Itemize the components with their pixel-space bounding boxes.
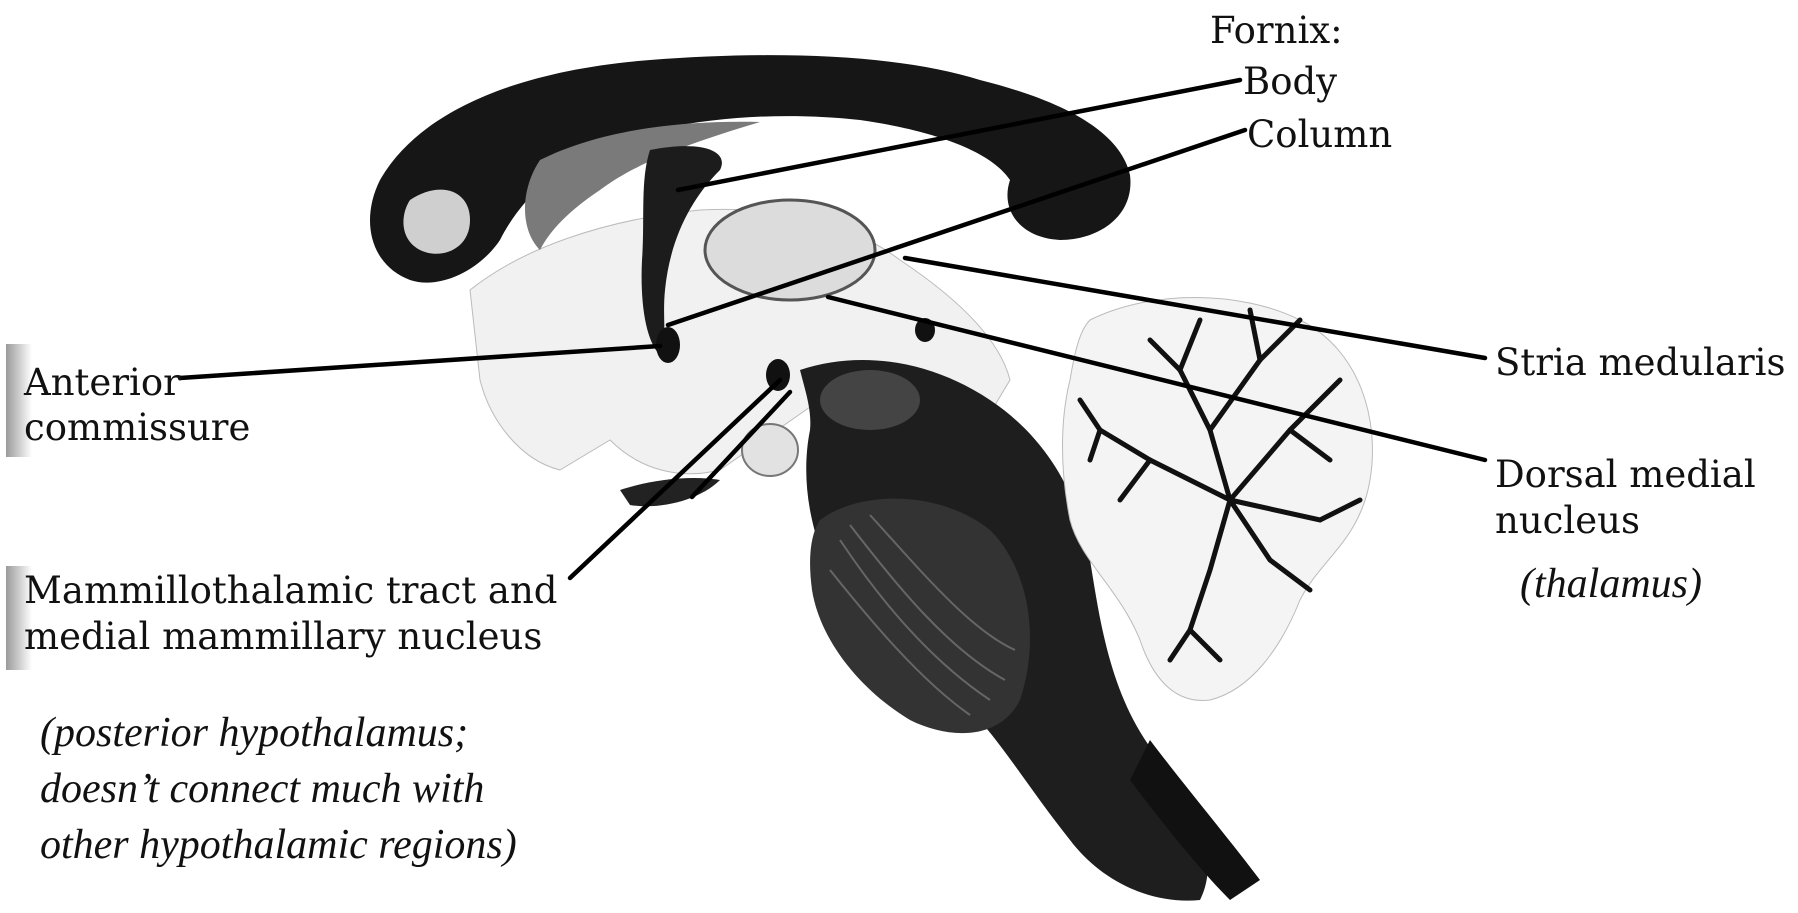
- posterior-hypothalamus-note-line2: doesn’t connect much with: [40, 761, 484, 817]
- stria-medularis-label: Stria medularis: [1495, 340, 1785, 385]
- fornix-column-label: Column: [1247, 112, 1392, 157]
- brain-section-image: [370, 55, 1372, 900]
- mammillothalamic-label-line2: medial mammillary nucleus: [24, 614, 542, 659]
- dorsal-medial-label-line2: nucleus: [1495, 498, 1640, 543]
- posterior-hypothalamus-note-line1: (posterior hypothalamus;: [40, 705, 468, 761]
- posterior-hypothalamus-note-line3: other hypothalamic regions): [40, 817, 517, 873]
- thalamus-note: (thalamus): [1520, 556, 1702, 612]
- fornix-body-label: Body: [1243, 59, 1337, 104]
- mammillothalamic-label-line1: Mammillothalamic tract and: [24, 568, 557, 613]
- dorsal-medial-label-line1: Dorsal medial: [1495, 452, 1756, 497]
- fornix-heading: Fornix:: [1210, 8, 1343, 53]
- anterior-commissure-label-line1: Anterior: [24, 360, 181, 405]
- anterior-commissure-label-line2: commissure: [24, 405, 250, 450]
